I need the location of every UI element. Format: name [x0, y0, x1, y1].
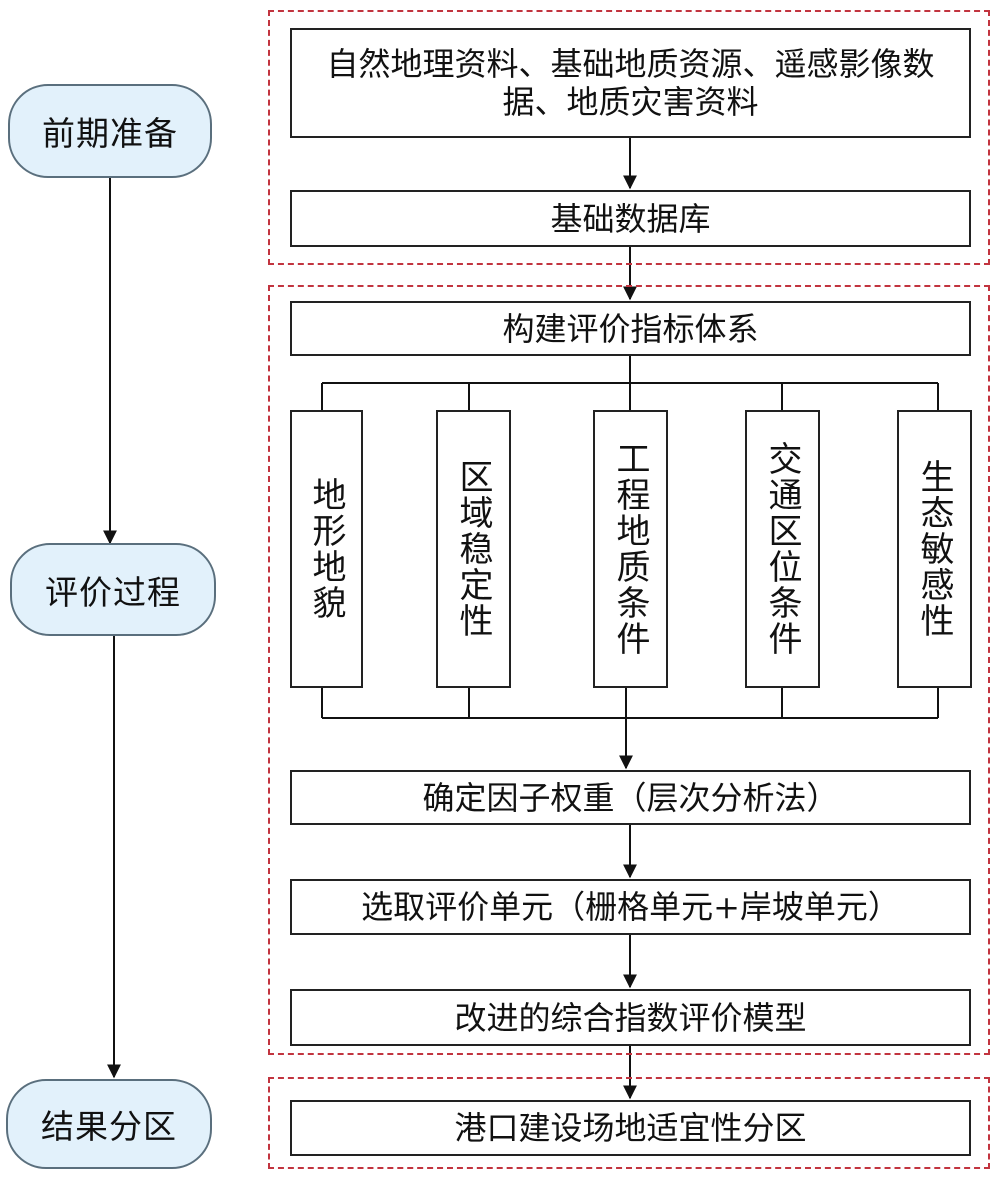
box-site-zoning: 港口建设场地适宜性分区: [290, 1100, 971, 1156]
box-evaluation-units: 选取评价单元（栅格单元+岸坡单元）: [290, 879, 971, 935]
factor-engineering-geology: 工程地质条件: [593, 410, 668, 688]
box-data-sources: 自然地理资料、基础地质资源、遥感影像数据、地质灾害资料: [290, 28, 971, 138]
stage-result: 结果分区: [6, 1079, 212, 1169]
zone-result: [268, 1077, 990, 1169]
box-factor-weights: 确定因子权重（层次分析法）: [290, 770, 971, 825]
stage-prep: 前期准备: [8, 84, 212, 178]
stage-eval: 评价过程: [10, 543, 216, 636]
factor-regional-stability: 区域稳定性: [436, 410, 511, 688]
zone-prep: [268, 10, 990, 265]
factor-label: 生态敏感性: [914, 459, 954, 639]
box-base-database: 基础数据库: [290, 190, 971, 247]
factor-label: 区域稳定性: [453, 459, 493, 639]
box-evaluation-model: 改进的综合指数评价模型: [290, 989, 971, 1046]
zone-eval: [268, 285, 990, 1055]
factor-terrain: 地形地貌: [290, 410, 363, 688]
factor-ecological-sensitivity: 生态敏感性: [897, 410, 972, 688]
factor-label: 交通区位条件: [762, 441, 802, 657]
factor-label: 地形地貌: [306, 477, 346, 621]
factor-traffic-location: 交通区位条件: [745, 410, 820, 688]
box-index-system: 构建评价指标体系: [290, 301, 971, 356]
factor-label: 工程地质条件: [610, 441, 650, 657]
